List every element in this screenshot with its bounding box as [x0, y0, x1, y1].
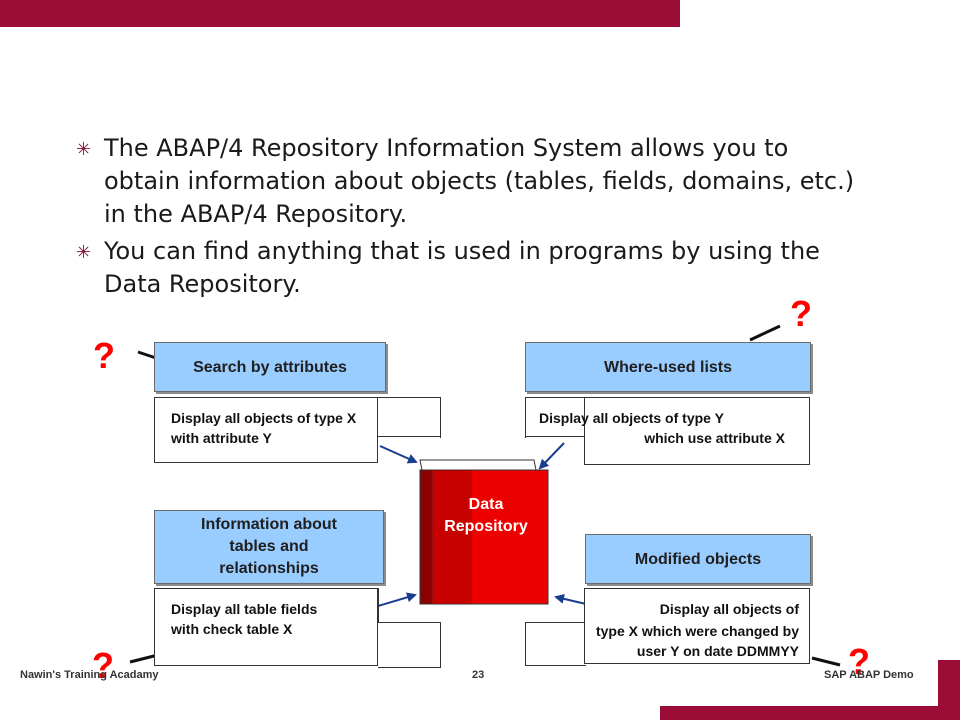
- bullet-text-1: The ABAP/4 Repository Information System…: [104, 134, 855, 228]
- arrow-modified: [554, 593, 587, 605]
- question-mark-search: ?: [93, 335, 115, 376]
- question-mark-where-used: ?: [790, 293, 812, 334]
- connector-modified: [811, 656, 841, 667]
- connector-information: [129, 653, 159, 664]
- bullet-asterisk-icon: ✳: [76, 242, 92, 263]
- where-used-desc-tab: [525, 397, 586, 438]
- information-tables-header: Information about tables and relationshi…: [154, 510, 384, 584]
- bullet-asterisk-icon: ✳: [76, 139, 92, 160]
- top-brand-bar: [0, 0, 680, 27]
- search-by-attributes-header: Search by attributes: [154, 342, 386, 392]
- question-mark-information: ?: [92, 645, 114, 686]
- search-desc-tab: [378, 397, 441, 438]
- data-repository-book-icon: [419, 459, 549, 605]
- bottom-brand-corner: [938, 660, 960, 720]
- bullet-list: ✳ The ABAP/4 Repository Information Syst…: [76, 132, 856, 305]
- arrow-search: [379, 445, 418, 464]
- footer-right-text: SAP ABAP Demo: [824, 669, 914, 681]
- modified-desc-tab: [525, 622, 586, 666]
- data-repository-label: Data Repository: [444, 496, 528, 535]
- search-by-attributes-desc: Display all objects of type X with attri…: [154, 397, 378, 463]
- footer-page-number: 23: [472, 669, 485, 681]
- bullet-item-1: ✳ The ABAP/4 Repository Information Syst…: [76, 132, 856, 231]
- connector-where-used: [749, 324, 781, 342]
- arrow-information: [377, 592, 417, 607]
- information-tables-desc: Display all table fields with check tabl…: [154, 588, 378, 666]
- question-mark-modified: ?: [848, 641, 870, 682]
- information-desc-tab: [378, 622, 441, 668]
- bullet-item-2: ✳ You can find anything that is used in …: [76, 235, 856, 301]
- arrow-where-used: [538, 442, 565, 470]
- where-used-lists-desc: Display all objects of type Y which use …: [539, 397, 810, 465]
- footer-left-text: Nawin's Training Acadamy: [20, 669, 159, 681]
- information-desc-edge: [378, 588, 379, 622]
- bullet-text-2: You can find anything that is used in pr…: [104, 237, 820, 298]
- where-used-lists-header: Where-used lists: [525, 342, 811, 392]
- where-used-desc-tab-edge: [525, 436, 585, 437]
- bottom-brand-bar: [660, 706, 960, 720]
- search-desc-tab-edge: [378, 436, 441, 437]
- modified-objects-desc: Display all objects of type X which were…: [584, 588, 810, 664]
- modified-objects-header: Modified objects: [585, 534, 811, 584]
